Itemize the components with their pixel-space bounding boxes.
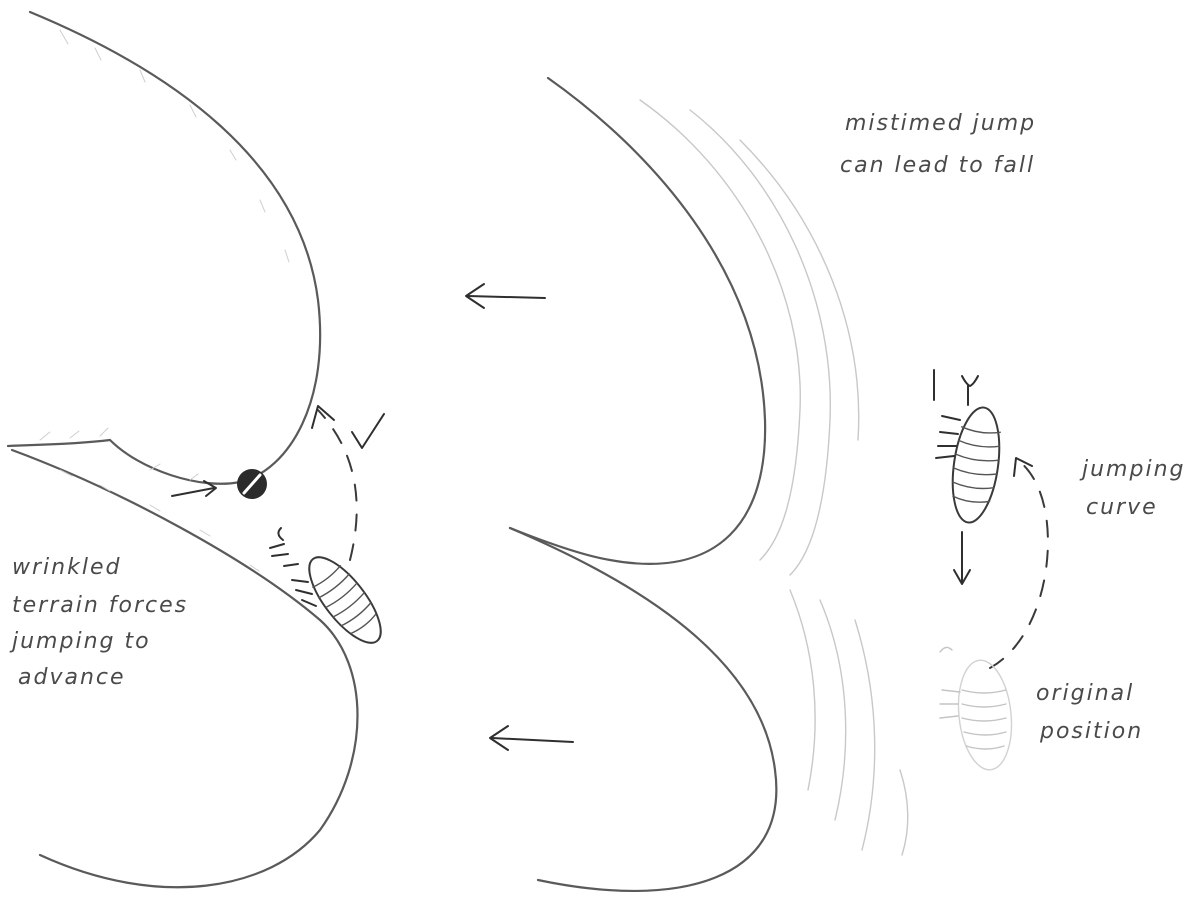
upper-curve-outline bbox=[510, 78, 765, 564]
wrinkled-terrain-line-3: jumping to bbox=[9, 629, 151, 654]
lower-curve-outline bbox=[510, 528, 776, 891]
no-entry-symbol bbox=[237, 469, 267, 499]
springtail-jumping bbox=[946, 405, 1006, 526]
leftward-arrow-upper bbox=[466, 284, 545, 308]
left-panel bbox=[8, 12, 393, 887]
fall-direction-arrow bbox=[954, 532, 970, 584]
jumping-curve-line-1: jumping bbox=[1079, 457, 1185, 482]
jumping-curve-dashed bbox=[990, 460, 1048, 668]
center-panel bbox=[466, 78, 908, 891]
ghost-springtail bbox=[940, 647, 1017, 772]
annotation-original-position: original position bbox=[1036, 681, 1143, 744]
springtail-antennae bbox=[962, 376, 978, 405]
motion-lines bbox=[640, 100, 908, 855]
check-mark-icon bbox=[352, 414, 384, 448]
jumping-curve-line-2: curve bbox=[1086, 495, 1158, 520]
wrinkled-terrain-line-2: terrain forces bbox=[12, 593, 188, 618]
mistimed-jump-line-2: can lead to fall bbox=[840, 153, 1035, 178]
mistimed-jump-line-1: mistimed jump bbox=[845, 111, 1036, 136]
original-position-line-2: position bbox=[1039, 719, 1143, 744]
annotation-mistimed-jump: mistimed jump can lead to fall bbox=[840, 111, 1036, 178]
wrinkled-terrain-line-1: wrinkled bbox=[12, 555, 121, 580]
wrinkled-terrain-line-4: advance bbox=[18, 665, 126, 690]
leftward-arrow-lower bbox=[490, 726, 573, 750]
annotation-wrinkled-terrain: wrinkled terrain forces jumping to advan… bbox=[9, 555, 188, 690]
original-position-line-1: original bbox=[1036, 681, 1134, 706]
right-panel bbox=[934, 370, 1048, 772]
springtail-on-slope bbox=[297, 547, 393, 654]
upper-fold-outline bbox=[8, 12, 320, 484]
annotation-jumping-curve: jumping curve bbox=[1079, 457, 1185, 520]
jump-arc-dashed bbox=[318, 410, 357, 560]
